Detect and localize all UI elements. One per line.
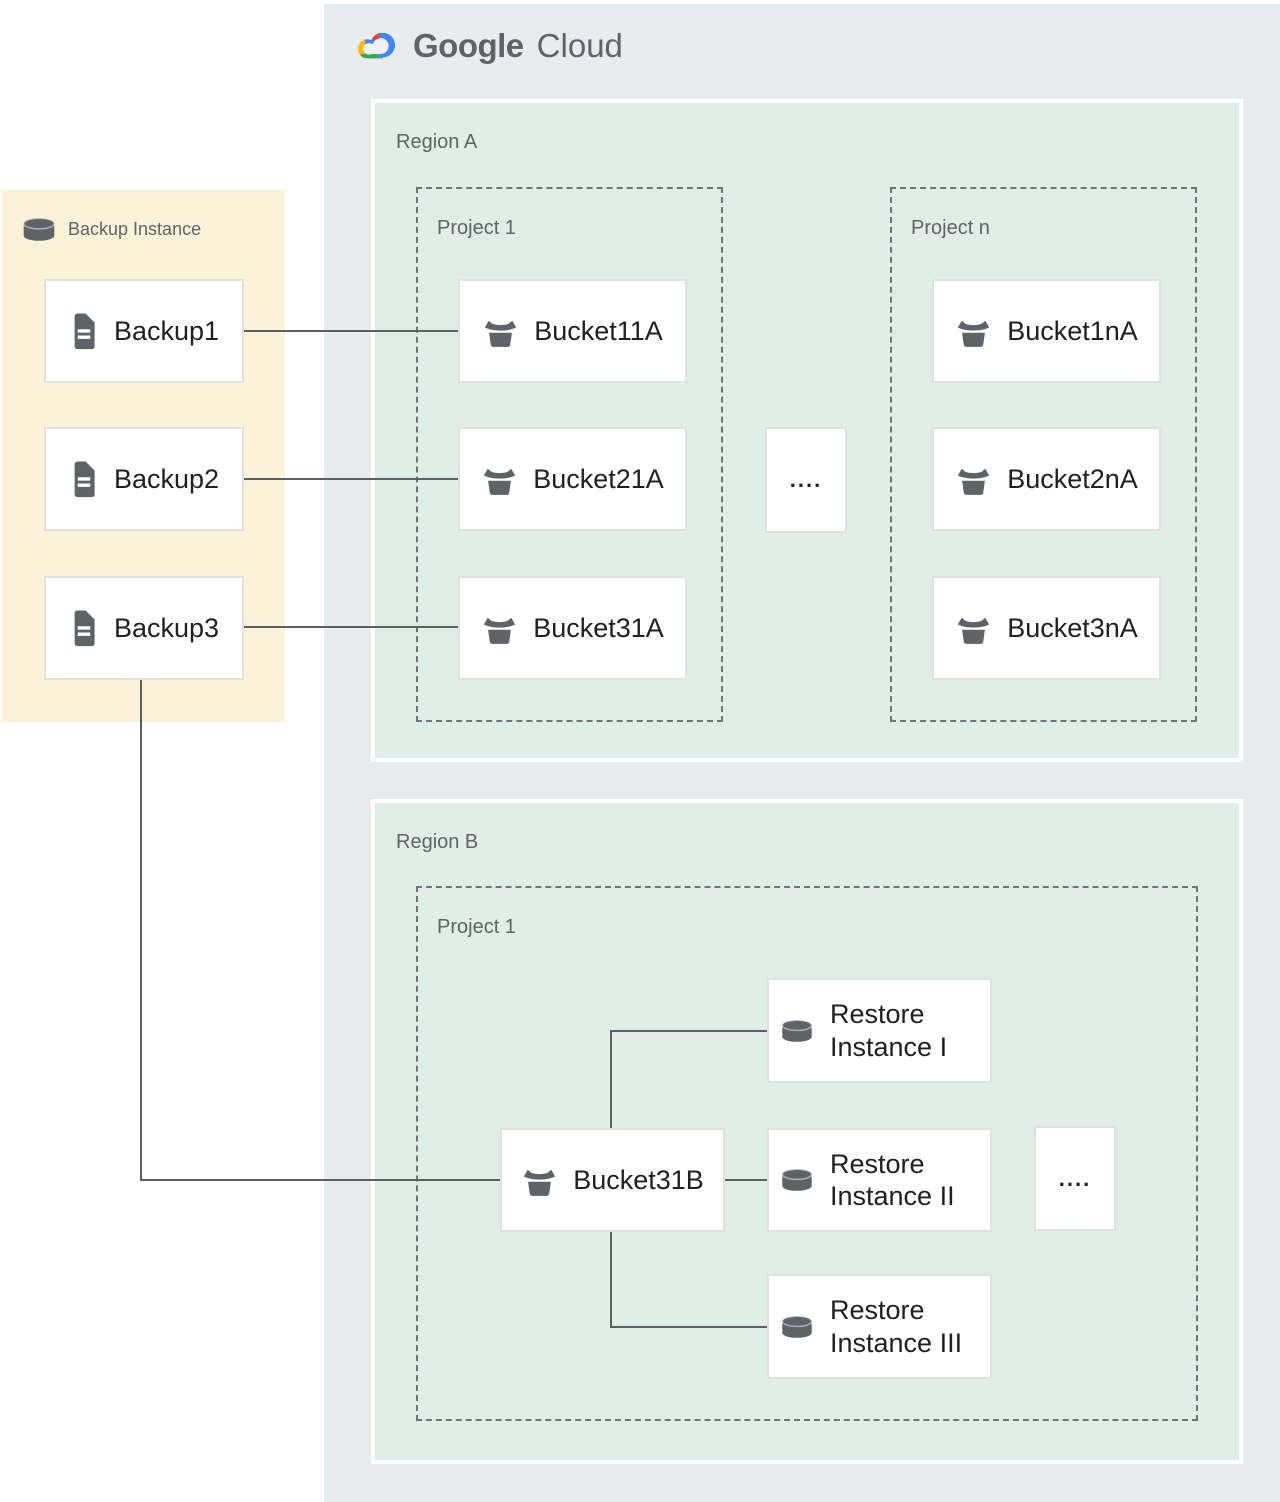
ellipsis-dots: .... — [1058, 1165, 1092, 1191]
region-b-label: Region B — [396, 831, 479, 853]
database-icon — [781, 1314, 813, 1339]
connector-backup1-bucket11a — [244, 330, 458, 332]
connector-bucket31b-restore2 — [725, 1179, 767, 1181]
ellipsis-node-region-a: .... — [765, 427, 847, 533]
node-label: Backup1 — [113, 315, 220, 346]
region-a-project-1: Project 1 Bucket11A Bucket21A Bucket31A — [416, 187, 723, 722]
node-label: Restore Instance I — [830, 999, 948, 1062]
bucket-icon — [957, 617, 990, 644]
connector-bucket31b-up-vertical — [610, 1030, 612, 1128]
node-bucket21a: Bucket21A — [458, 427, 687, 531]
document-icon — [73, 609, 96, 647]
node-label: Backup2 — [113, 463, 220, 494]
database-icon — [22, 217, 56, 242]
backup-instance-panel: Backup Instance Backup1 Backup2 Backup3 — [2, 190, 285, 722]
bucket-icon — [957, 468, 990, 495]
connector-backup3-down-vertical — [140, 680, 142, 1181]
node-backup2: Backup2 — [44, 427, 244, 531]
node-bucket31b: Bucket31B — [500, 1128, 725, 1232]
connector-backup3-bucket31b — [140, 1179, 500, 1181]
region-a-project-1-label: Project 1 — [437, 217, 516, 239]
region-a-label: Region A — [396, 131, 478, 153]
region-b: Region B Project 1 Bucket31B Restore Ins… — [371, 799, 1243, 1464]
bucket-icon — [957, 320, 990, 347]
node-label: Bucket1nA — [1007, 315, 1138, 346]
google-cloud-logo: Google Cloud — [354, 27, 623, 65]
region-a-project-n: Project n Bucket1nA Bucket2nA Bucket3nA — [890, 187, 1197, 722]
node-bucket3na: Bucket3nA — [932, 576, 1161, 680]
backup-instance-header: Backup Instance — [20, 217, 201, 242]
region-b-project-1: Project 1 Bucket31B Restore Instance I R… — [416, 886, 1198, 1421]
logo-text-cloud: Cloud — [536, 27, 623, 64]
bucket-icon — [523, 1169, 556, 1196]
node-label: Backup3 — [113, 612, 220, 643]
bucket-icon — [484, 320, 517, 347]
connector-backup3-bucket31a — [244, 626, 458, 628]
node-label: Bucket2nA — [1007, 463, 1138, 494]
node-restore-instance-2: Restore Instance II — [767, 1128, 992, 1232]
node-backup1: Backup1 — [44, 279, 244, 383]
database-icon — [781, 1168, 813, 1192]
connector-bucket31b-restore1 — [610, 1030, 767, 1032]
document-icon — [73, 312, 96, 350]
node-bucket1na: Bucket1nA — [932, 279, 1161, 383]
google-cloud-logo-icon — [358, 32, 396, 59]
node-backup3: Backup3 — [44, 576, 244, 680]
node-label: Bucket31B — [573, 1164, 704, 1195]
node-bucket31a: Bucket31A — [458, 576, 687, 680]
ellipsis-dots: .... — [789, 467, 823, 492]
database-icon — [781, 1018, 813, 1043]
bucket-icon — [483, 617, 516, 644]
ellipsis-node-region-b: .... — [1034, 1126, 1116, 1231]
node-label: Bucket31A — [533, 612, 664, 643]
bucket-icon — [483, 468, 516, 495]
connector-backup2-bucket21a — [244, 478, 458, 480]
node-bucket11a: Bucket11A — [458, 279, 687, 383]
node-label: Bucket3nA — [1007, 612, 1138, 643]
document-icon — [73, 460, 96, 498]
region-a-project-n-label: Project n — [911, 217, 990, 239]
region-a: Region A Project 1 Bucket11A Bucket21A B… — [371, 99, 1243, 762]
node-bucket2na: Bucket2nA — [932, 427, 1161, 531]
node-label: Bucket11A — [534, 315, 663, 346]
logo-text-google: Google — [413, 27, 524, 64]
connector-bucket31b-down-vertical — [610, 1232, 612, 1328]
node-restore-instance-1: Restore Instance I — [767, 978, 992, 1083]
backup-instance-title: Backup Instance — [68, 219, 202, 239]
node-label: Restore Instance II — [830, 1148, 955, 1211]
node-label: Restore Instance III — [830, 1295, 963, 1358]
node-restore-instance-3: Restore Instance III — [767, 1274, 992, 1379]
connector-bucket31b-restore3 — [610, 1326, 767, 1328]
region-b-project-1-label: Project 1 — [437, 916, 516, 938]
node-label: Bucket21A — [533, 463, 664, 494]
